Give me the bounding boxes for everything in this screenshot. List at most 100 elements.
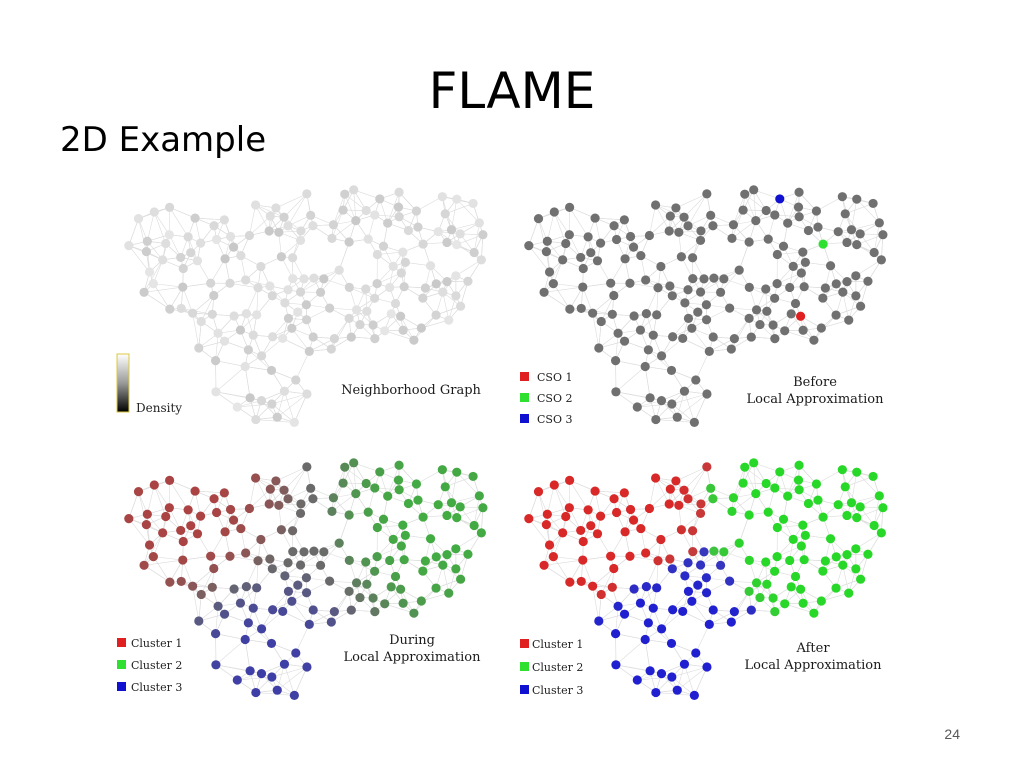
graph-node xyxy=(452,194,462,204)
graph-node xyxy=(762,306,772,316)
graph-edge xyxy=(387,465,400,497)
graph-edge xyxy=(675,193,707,209)
graph-node xyxy=(256,396,267,406)
graph-edge xyxy=(320,542,340,566)
graph-node xyxy=(578,536,588,547)
graph-node xyxy=(293,580,303,590)
graph-node xyxy=(386,309,396,319)
graph-node xyxy=(786,582,796,592)
graph-node xyxy=(761,557,771,567)
graph-edge xyxy=(182,286,193,314)
graph-node xyxy=(327,233,337,244)
graph-node xyxy=(855,502,865,512)
graph-edge xyxy=(528,491,539,519)
graph-edge xyxy=(154,211,167,244)
graph-edge xyxy=(456,471,480,497)
graph-node xyxy=(444,315,454,325)
graph-edge xyxy=(283,193,308,218)
graph-edge xyxy=(271,676,295,696)
graph-edge xyxy=(856,471,880,497)
graph-node xyxy=(241,548,251,558)
graph-node xyxy=(863,276,873,286)
graph-edge xyxy=(271,666,308,678)
graph-node xyxy=(433,500,443,510)
graph-edge xyxy=(682,611,710,625)
graph-node xyxy=(565,202,575,213)
graph-edge xyxy=(544,559,583,566)
graph-node xyxy=(209,563,219,574)
graph-node xyxy=(648,330,658,340)
graph-edge xyxy=(215,664,262,674)
graph-node xyxy=(243,345,253,355)
graph-edge xyxy=(787,465,800,497)
graph-edge xyxy=(692,503,702,531)
graph-node xyxy=(418,512,428,522)
graph-node xyxy=(851,564,861,574)
graph-node xyxy=(148,552,158,562)
graph-node xyxy=(576,576,586,587)
graph-node xyxy=(544,540,555,550)
graph-edge xyxy=(528,218,539,246)
graph-node xyxy=(272,412,282,422)
graph-edge xyxy=(353,189,380,200)
graph-node xyxy=(244,503,255,514)
graph-node xyxy=(702,189,712,199)
graph-edge xyxy=(255,477,285,491)
graph-node xyxy=(396,541,406,551)
graph-node xyxy=(708,605,718,615)
graph-node xyxy=(578,263,588,274)
graph-edge xyxy=(128,518,150,546)
graph-edge xyxy=(294,666,308,696)
graph-node xyxy=(656,396,667,406)
graph-edge xyxy=(147,514,150,546)
graph-node xyxy=(825,534,836,544)
graph-node xyxy=(701,315,712,325)
legend-label-3: Cluster 3 xyxy=(532,684,583,697)
graph-node xyxy=(241,275,251,285)
graph-node xyxy=(628,242,639,252)
graph-node xyxy=(186,248,196,258)
graph-node xyxy=(124,240,134,251)
graph-node xyxy=(561,238,571,249)
graph-edge xyxy=(629,555,659,562)
graph-edge xyxy=(845,203,874,215)
graph-edge xyxy=(855,532,882,550)
legend-label-1: Cluster 1 xyxy=(532,638,583,651)
graph-node xyxy=(344,313,354,324)
graph-edge xyxy=(842,292,850,321)
graph-node xyxy=(372,552,382,562)
graph-node xyxy=(308,494,318,504)
graph-node xyxy=(689,417,699,427)
graph-node xyxy=(165,475,175,486)
graph-node xyxy=(346,332,356,342)
graph-node xyxy=(664,499,674,509)
graph-node xyxy=(211,507,222,518)
graph-node xyxy=(235,325,246,335)
graph-node xyxy=(251,687,261,698)
graph-node xyxy=(800,257,810,267)
graph-node xyxy=(301,300,311,310)
graph-edge xyxy=(169,480,189,511)
graph-node xyxy=(650,200,661,210)
graph-node xyxy=(751,578,762,588)
graph-edge xyxy=(292,230,302,258)
graph-node xyxy=(442,237,452,248)
panel-caption-line-1: After xyxy=(795,641,830,656)
graph-edge xyxy=(538,491,547,525)
graph-edge xyxy=(671,403,695,423)
graph-node xyxy=(325,303,335,313)
graph-node xyxy=(413,495,423,505)
graph-node xyxy=(620,527,630,537)
graph-edge xyxy=(683,466,708,491)
graph-node xyxy=(650,473,661,483)
graph-edge xyxy=(153,556,171,583)
graph-node xyxy=(431,552,441,562)
graph-edge xyxy=(592,586,600,622)
graph-node xyxy=(196,316,206,327)
graph-node xyxy=(211,234,222,245)
graph-node xyxy=(355,319,365,330)
graph-node xyxy=(641,581,651,592)
graph-node xyxy=(625,231,636,242)
graph-node xyxy=(326,617,336,627)
